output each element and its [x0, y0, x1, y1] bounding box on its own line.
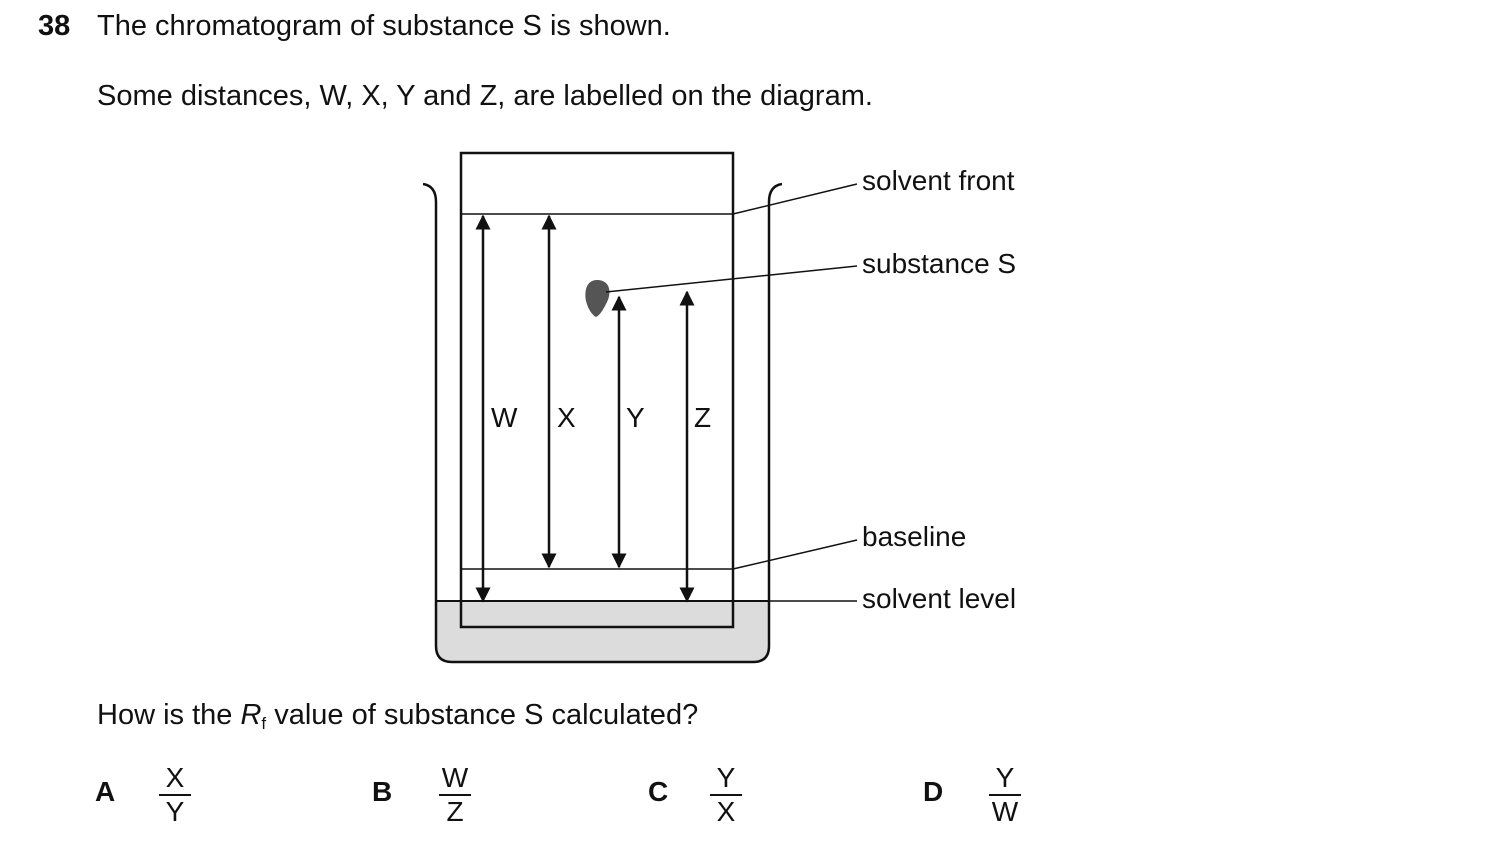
prompt-text-before: How is the [97, 699, 241, 731]
baseline-label: baseline [862, 521, 966, 552]
option-d-numerator: Y [995, 762, 1015, 793]
option-a-letter[interactable]: A [95, 776, 116, 807]
question-stem-line1: The chromatogram of substance S is shown… [97, 10, 671, 42]
option-c-numerator: Y [716, 762, 736, 793]
option-b-denominator: Z [446, 796, 464, 827]
option-d-letter[interactable]: D [923, 776, 944, 807]
option-b-fraction-bar [439, 794, 471, 796]
option-a-denominator: Y [165, 796, 185, 827]
solvent-front-label: solvent front [862, 165, 1015, 196]
option-b-numerator: W [441, 762, 469, 793]
option-a-fraction[interactable]: X Y [145, 763, 205, 827]
distance-x-label: X [557, 402, 576, 433]
option-b-fraction[interactable]: W Z [425, 763, 485, 827]
chromatography-paper [459, 151, 735, 629]
option-c-fraction-bar [710, 794, 742, 796]
option-c-denominator: X [716, 796, 736, 827]
question-stem-line2: Some distances, W, X, Y and Z, are label… [97, 80, 873, 112]
solvent-front-leader [732, 183, 858, 215]
option-d-denominator: W [991, 796, 1019, 827]
question-number: 38 [38, 10, 71, 42]
option-a-fraction-bar [159, 794, 191, 796]
rf-subscript: f [261, 714, 267, 733]
option-c-letter[interactable]: C [648, 776, 669, 807]
option-a-numerator: X [165, 762, 185, 793]
question-prompt: How is the Rf value of substance S calcu… [97, 699, 698, 734]
substance-s-leader [605, 265, 858, 293]
option-d-fraction-bar [989, 794, 1021, 796]
solvent-fill [436, 601, 769, 662]
substance-s-spot [585, 280, 610, 317]
baseline-leader [732, 539, 858, 570]
rf-symbol: R [240, 699, 262, 731]
distance-w-label: W [491, 402, 518, 433]
option-d-fraction[interactable]: Y W [975, 763, 1035, 827]
distance-z-label: Z [694, 402, 711, 433]
solvent-level-label: solvent level [862, 583, 1016, 614]
substance-s-label: substance S [862, 248, 1016, 279]
option-b-letter[interactable]: B [372, 776, 393, 807]
beaker [422, 182, 783, 664]
distance-y-label: Y [626, 402, 645, 433]
prompt-text-after: value of substance S calculated? [266, 699, 699, 731]
option-c-fraction[interactable]: Y X [696, 763, 756, 827]
